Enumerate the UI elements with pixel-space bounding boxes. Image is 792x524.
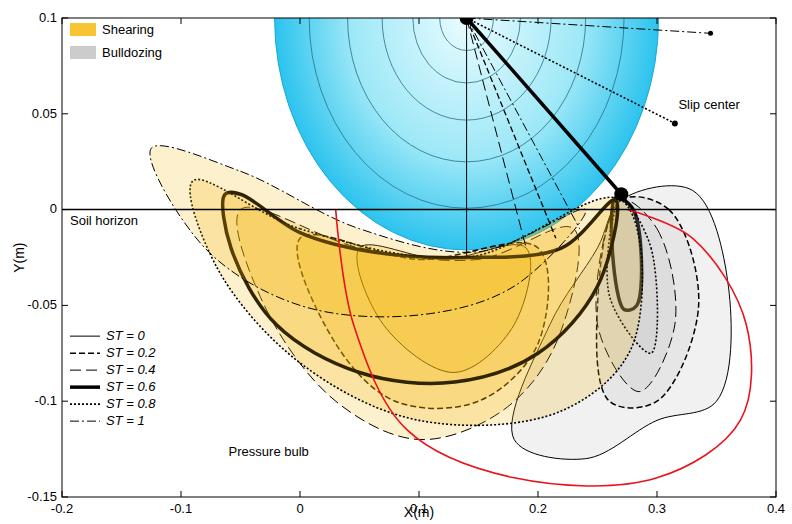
x-tick-label: 0.3 (648, 502, 666, 516)
y-tick (770, 497, 776, 498)
y-tick (770, 209, 776, 210)
slip-center-dot (672, 120, 678, 126)
y-tick-label: -0.15 (27, 490, 57, 504)
x-tick-label: -0.2 (51, 502, 73, 516)
legend-line-sample (70, 403, 100, 405)
legend-line-sample (70, 385, 100, 389)
x-tick (300, 491, 301, 497)
x-tick (62, 18, 63, 24)
regions (150, 18, 752, 486)
x-tick (657, 18, 658, 24)
legend-line-sample (70, 352, 100, 354)
axis-title: X(m) (404, 505, 434, 520)
x-tick (538, 491, 539, 497)
y-tick (62, 113, 68, 114)
slip-ray (467, 18, 556, 238)
y-tick (770, 18, 776, 19)
legend-text: ST = 0 (106, 328, 145, 343)
x-tick (776, 491, 777, 497)
soil-horizon-line (62, 209, 776, 211)
y-tick (62, 305, 68, 306)
x-tick (538, 18, 539, 24)
legend-text: ST = 0.4 (106, 362, 156, 377)
y-tick (770, 305, 776, 306)
y-tick-label: 0.1 (39, 11, 57, 25)
x-tick (300, 18, 301, 24)
x-tick-label: 0.2 (529, 502, 547, 516)
y-tick (770, 113, 776, 114)
slip-ray (467, 18, 580, 229)
x-tick (776, 18, 777, 24)
legend-swatch (70, 46, 96, 59)
annotation-label: Slip center (678, 98, 739, 112)
x-tick-label: 0 (296, 502, 303, 516)
legend-entry: ST = 0 (106, 328, 145, 343)
x-tick (657, 491, 658, 497)
legend-line-sample (70, 421, 100, 422)
legend-line-sample (70, 370, 100, 371)
slip-center-dot (614, 187, 628, 201)
axes (62, 18, 776, 497)
legend-entry: ST = 1 (106, 413, 145, 428)
legend-entry: ST = 0.2 (106, 345, 156, 360)
legend-text: ST = 0.8 (106, 396, 156, 411)
legend-samples (70, 336, 100, 421)
legend-entry: Shearing (70, 22, 154, 37)
x-tick-label: -0.1 (170, 502, 192, 516)
x-tick (181, 491, 182, 497)
y-tick (770, 401, 776, 402)
legend-text: ST = 1 (106, 413, 145, 428)
slip-center-dot (460, 18, 474, 25)
legend-entry: Bulldozing (70, 45, 162, 60)
pressure-bulb (336, 210, 752, 486)
legend-entry: ST = 0.4 (106, 362, 156, 377)
y-tick (62, 209, 68, 210)
y-tick (62, 18, 68, 19)
y-tick-label: 0.05 (32, 107, 57, 121)
legend-text: ST = 0.2 (106, 345, 156, 360)
legend-text: Bulldozing (102, 45, 162, 60)
plot-frame (62, 18, 776, 497)
x-tick (419, 18, 420, 24)
x-tick-label: 0.4 (767, 502, 785, 516)
y-tick (62, 497, 68, 498)
y-tick-label: -0.05 (27, 298, 57, 312)
x-tick (62, 491, 63, 497)
legend-entry: ST = 0.6 (106, 379, 156, 394)
slip-center-dot (708, 31, 713, 36)
legend-swatch (70, 23, 96, 36)
slip-ray (467, 18, 711, 33)
slip-ray (466, 18, 467, 256)
y-tick (62, 401, 68, 402)
legend-text: ST = 0.6 (106, 379, 156, 394)
slip-ray (467, 18, 622, 194)
x-tick (419, 491, 420, 497)
legend-entry: ST = 0.8 (106, 396, 156, 411)
legend-text: Shearing (102, 22, 154, 37)
y-tick-label: 0 (50, 202, 57, 216)
legend-line-sample (70, 336, 100, 337)
annotation-label: Pressure bulb (229, 445, 309, 459)
axis-title: Y(m) (12, 242, 27, 272)
annotation-label: Soil horizon (70, 214, 138, 228)
x-tick (181, 18, 182, 24)
shearing-region (150, 146, 586, 317)
y-tick-label: -0.1 (35, 394, 57, 408)
slip-ray (467, 18, 675, 123)
